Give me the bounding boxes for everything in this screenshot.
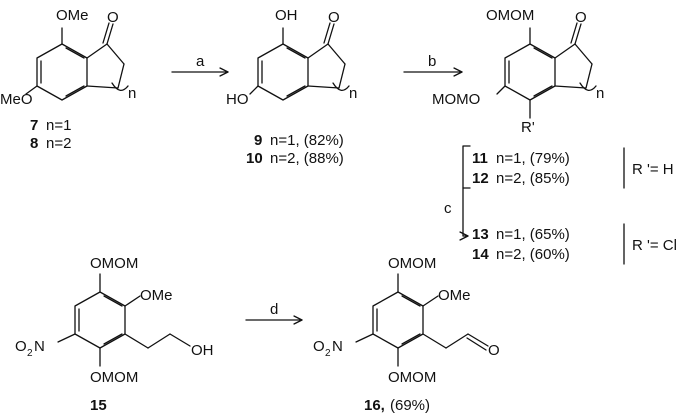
arrow-c-label: c (444, 200, 452, 217)
compound-num-13: 13 (472, 226, 489, 243)
meo-label-7: MeO (0, 91, 33, 108)
ome-label-15: OMe (140, 287, 173, 304)
compound-desc-11: n=1, (79%) (496, 150, 570, 167)
compound-desc-14: n=2, (60%) (496, 246, 570, 263)
n-label-7: n (128, 85, 136, 102)
carbonyl-o-label-7: O (107, 9, 119, 26)
compound-desc-9: n=1, (82%) (270, 132, 344, 149)
no2-n-16: N (332, 338, 343, 355)
n-label-9: n (349, 85, 357, 102)
rprime-label-11: R' (521, 119, 535, 136)
momo-label-11: MOMO (432, 91, 480, 108)
oh-label-9: OH (275, 7, 298, 24)
omom-top-15: OMOM (90, 255, 138, 272)
arrow-d-label: d (270, 301, 278, 318)
arrow-a-label: a (196, 53, 205, 70)
ome-label-7: OMe (56, 7, 89, 24)
arrow-b-label: b (428, 53, 436, 70)
compound-desc-8: n=2 (46, 135, 71, 152)
aldehyde-o-label-16: O (488, 342, 500, 359)
oh-label-15: OH (191, 342, 214, 359)
compound-desc-12: n=2, (85%) (496, 170, 570, 187)
compound-num-7: 7 (30, 117, 38, 134)
structure-11-14 (496, 22, 597, 119)
no2-sub-16: 2 (325, 348, 331, 359)
r-label-h: R '= H (632, 161, 674, 178)
structure-7-8 (25, 22, 129, 101)
compound-num-16: 16, (364, 397, 385, 414)
compound-num-10: 10 (246, 150, 263, 167)
structure-16 (355, 273, 489, 367)
compound-num-14: 14 (472, 246, 489, 263)
structure-9-10 (249, 22, 350, 101)
r-label-cl: R '= Cl (632, 237, 677, 254)
no2-o-15: O (15, 338, 27, 355)
compound-desc-16: (69%) (390, 397, 430, 414)
compound-num-12: 12 (472, 170, 489, 187)
omom-bottom-15: OMOM (90, 369, 138, 386)
compound-desc-7: n=1 (46, 117, 71, 134)
compound-desc-10: n=2, (88%) (270, 150, 344, 167)
compound-num-11: 11 (472, 150, 488, 167)
no2-n-15: N (34, 338, 45, 355)
carbonyl-o-label-11: O (575, 9, 587, 26)
omom-label-11: OMOM (486, 7, 534, 24)
compound-desc-13: n=1, (65%) (496, 226, 570, 243)
compound-num-9: 9 (254, 132, 262, 149)
bracket-11-12 (462, 145, 471, 189)
no2-sub-15: 2 (27, 348, 33, 359)
structure-15 (57, 273, 191, 367)
n-label-11: n (596, 85, 604, 102)
arrow-c (462, 187, 469, 237)
compound-num-15: 15 (90, 397, 107, 414)
no2-o-16: O (313, 338, 325, 355)
ho-label-9: HO (226, 91, 249, 108)
ome-label-16: OMe (438, 287, 471, 304)
compound-num-8: 8 (30, 135, 38, 152)
carbonyl-o-label-9: O (328, 9, 340, 26)
omom-top-16: OMOM (388, 255, 436, 272)
omom-bottom-16: OMOM (388, 369, 436, 386)
